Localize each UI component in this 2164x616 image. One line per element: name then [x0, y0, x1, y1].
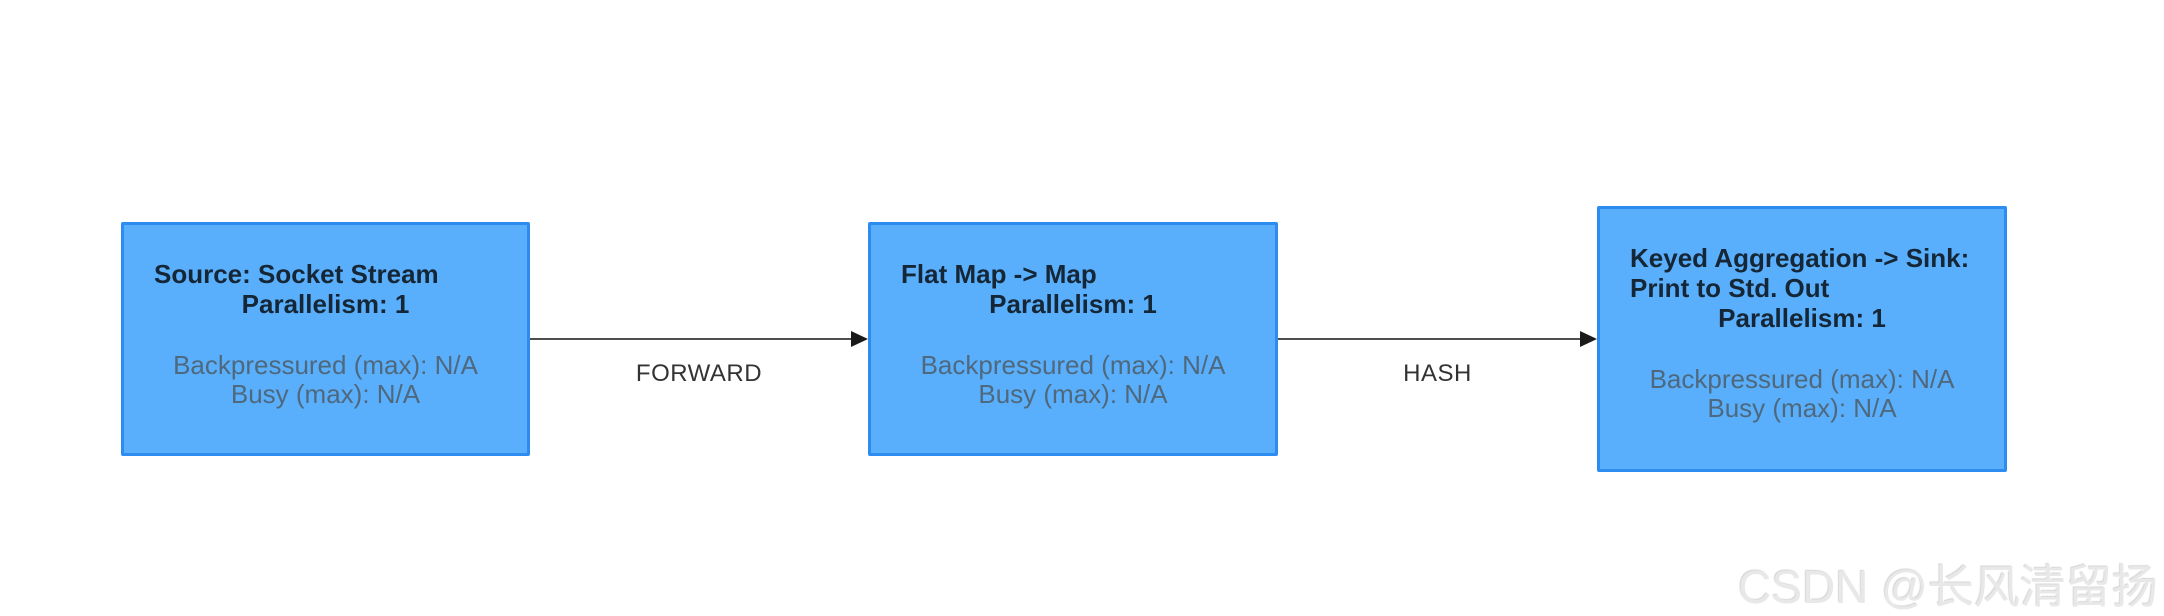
edge-label-forward: FORWARD [635, 360, 763, 387]
edge-label-hash: HASH [1403, 360, 1472, 387]
node-metrics: Backpressured (max): N/A Busy (max): N/A [124, 351, 527, 409]
job-node-source[interactable]: Source: Socket Stream Parallelism: 1 Bac… [121, 222, 530, 456]
node-backpressured-metric: Backpressured (max): N/A [1649, 364, 1955, 394]
node-name: Flat Map -> Map [901, 259, 1097, 289]
node-metrics: Backpressured (max): N/A Busy (max): N/A [1600, 365, 2004, 423]
node-backpressured-metric: Backpressured (max): N/A [920, 350, 1226, 380]
node-name: Source: Socket Stream [154, 259, 439, 289]
node-parallelism: Parallelism: 1 [1718, 303, 1886, 333]
csdn-watermark: CSDN @长风清留扬 [1738, 561, 2158, 613]
node-busy-metric: Busy (max): N/A [230, 379, 421, 409]
job-node-flatmap-map[interactable]: Flat Map -> Map Parallelism: 1 Backpress… [868, 222, 1278, 456]
node-metrics: Backpressured (max): N/A Busy (max): N/A [871, 351, 1275, 409]
edge-arrowhead-icon [1580, 331, 1597, 347]
node-parallelism: Parallelism: 1 [241, 289, 410, 319]
node-name: Keyed Aggregation -> Sink: Print to Std.… [1630, 243, 1970, 303]
edge-arrowhead-icon [851, 331, 868, 347]
node-busy-metric: Busy (max): N/A [1707, 393, 1897, 423]
edge-line-forward [530, 338, 852, 340]
node-parallelism: Parallelism: 1 [989, 289, 1157, 319]
node-busy-metric: Busy (max): N/A [978, 379, 1168, 409]
edge-line-hash [1278, 338, 1581, 340]
node-backpressured-metric: Backpressured (max): N/A [173, 350, 478, 380]
job-node-keyed-aggregation-sink[interactable]: Keyed Aggregation -> Sink: Print to Std.… [1597, 206, 2007, 472]
